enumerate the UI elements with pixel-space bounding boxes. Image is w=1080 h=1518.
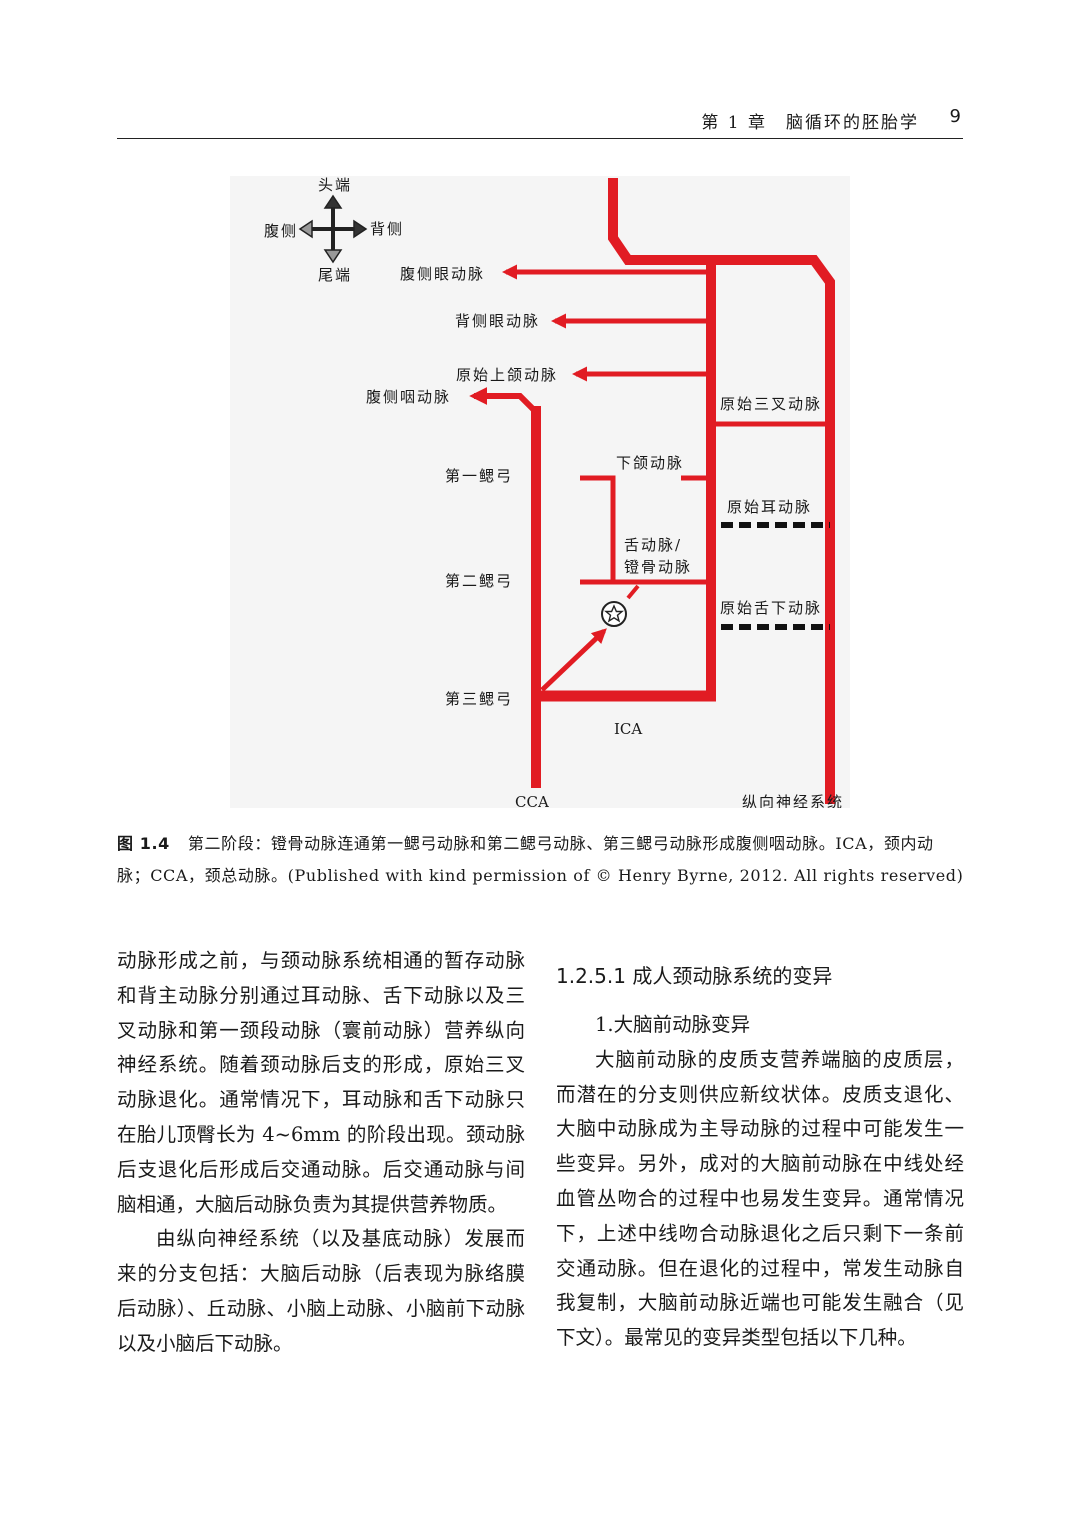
star-circle-icon	[601, 601, 627, 627]
first-arch-artery	[580, 475, 616, 582]
running-head: 第 1 章 脑循环的胚胎学 9	[117, 104, 963, 139]
label-dorsal-ophthalmic: 背侧眼动脉	[455, 312, 540, 330]
label-dorsal: 背侧	[370, 220, 404, 238]
label-longitudinal-neural: 纵向神经系统	[742, 793, 844, 808]
label-head: 头端	[318, 176, 352, 194]
hyoid-stapedial-branch	[626, 584, 640, 600]
caption-number: 图 1.4	[117, 834, 170, 853]
ventral-pharyngeal-artery	[469, 387, 539, 416]
left-column: 动脉形成之前，与颈动脉系统相通的暂存动脉和背主动脉分别通过耳动脉、舌下动脉以及三…	[117, 944, 525, 1362]
upper-artery-trunk	[608, 178, 835, 804]
label-first-arch: 第一鳃弓	[445, 467, 513, 485]
label-tail: 尾端	[318, 266, 352, 284]
left-paragraph-2: 由纵向神经系统（以及基底动脉）发展而来的分支包括：大脑后动脉（后表现为脉络膜后动…	[117, 1227, 525, 1355]
third-arch-arrow	[540, 628, 607, 692]
direction-compass-icon	[298, 194, 368, 264]
label-primitive-maxillary: 原始上颌动脉	[456, 366, 558, 384]
label-stapedial: 镫骨动脉	[624, 558, 692, 576]
label-second-arch: 第二鳃弓	[445, 572, 513, 590]
caption-text: 第二阶段：镫骨动脉连通第一鳃弓动脉和第二鳃弓动脉、第三鳃弓动脉形成腹侧咽动脉。I…	[117, 834, 964, 885]
label-cca: CCA	[515, 793, 549, 808]
right-column: 1.2.5.1 成人颈动脉系统的变异 1.大脑前动脉变异 大脑前动脉的皮质支营养…	[556, 958, 964, 1356]
label-ventral-pharyngeal: 腹侧咽动脉	[366, 388, 451, 406]
label-hyoid: 舌动脉/	[624, 536, 682, 554]
chapter-title: 第 1 章 脑循环的胚胎学	[701, 113, 919, 133]
right-paragraph-1: 大脑前动脉的皮质支营养端脑的皮质层，而潜在的分支则供应新纹状体。皮质支退化、大脑…	[556, 1047, 964, 1350]
label-primitive-otic: 原始耳动脉	[727, 498, 812, 516]
label-mandibular: 下颌动脉	[616, 454, 684, 472]
label-primitive-hypoglossal: 原始舌下动脉	[720, 599, 822, 617]
label-third-arch: 第三鳃弓	[445, 690, 513, 708]
page-number: 9	[949, 106, 961, 127]
figure-embryology-diagram: 头端 腹侧 背侧 尾端 腹侧眼动脉 背侧眼动脉 原始上颌动脉 腹侧咽动脉 原始三…	[230, 176, 850, 808]
label-ica: ICA	[614, 720, 642, 738]
artery-diagram: 头端 腹侧 背侧 尾端 腹侧眼动脉 背侧眼动脉 原始上颌动脉 腹侧咽动脉 原始三…	[264, 176, 844, 808]
section-heading: 1.2.5.1 成人颈动脉系统的变异	[556, 964, 833, 988]
label-ventral: 腹侧	[264, 222, 298, 240]
label-ventral-ophthalmic: 腹侧眼动脉	[400, 265, 485, 283]
label-primitive-trigeminal: 原始三叉动脉	[720, 395, 822, 413]
subsection-heading: 1.大脑前动脉变异	[595, 1013, 751, 1036]
left-paragraph-1: 动脉形成之前，与颈动脉系统相通的暂存动脉和背主动脉分别通过耳动脉、舌下动脉以及三…	[117, 949, 525, 1216]
